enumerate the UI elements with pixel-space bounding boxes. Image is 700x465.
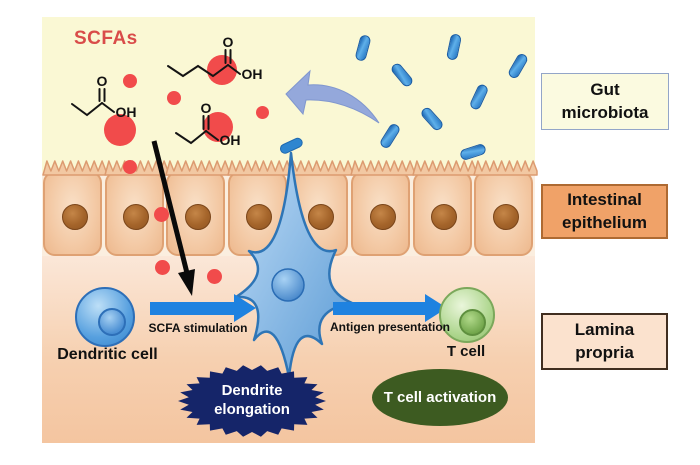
microvilli-icon [103,160,169,176]
epithelial-cell [350,160,415,256]
hydroxyl-label: OH [242,66,263,82]
scfa-molecule-dot [154,259,170,275]
scfa-title: SCFAs [74,28,138,49]
cell-nucleus [307,204,334,230]
epithelial-cell [473,160,538,256]
cell-nucleus [61,204,88,230]
intestinal-epithelium-box: Intestinal epithelium [541,184,668,239]
chem-structure-valerate: O OH [167,34,263,82]
scfa-molecule-dot [206,268,222,284]
cell-nucleus [431,204,458,230]
scfa-molecule-dot [167,91,181,105]
dendritic-cell [75,287,135,347]
scfa-molecule-dot [104,114,136,146]
dendritic-cell-label: Dendritic cell [57,346,158,363]
scfa-molecule-dot [153,206,169,222]
microvilli-icon [473,160,538,176]
oxygen-label: O [97,73,108,89]
black-arrow-icon [151,140,195,296]
chem-structure-propionate: O OH [71,73,137,120]
cell-nucleus [98,308,126,336]
hydroxyl-label: OH [116,104,137,120]
cell-nucleus [246,204,273,230]
t-cell-activation-badge: T cell activation [372,369,508,426]
dendrite-tip-knob [279,137,303,154]
oxygen-label: O [223,34,234,50]
antigen-presentation-label: Antigen presentation [330,320,451,334]
microvilli-icon [165,160,230,176]
antigen-presentation-arrow [333,294,447,322]
cell-nucleus [492,204,519,230]
cell-nucleus [123,204,150,230]
scfa-stimulation-arrow [150,294,256,322]
microvilli-icon [411,160,477,176]
gut-microbiota-box: Gut microbiota [541,73,669,130]
scfa-molecule-dot [123,74,137,88]
chem-structure-butyrate: O OH [175,100,241,148]
t-cell [439,287,495,343]
t-cell-label: T cell [446,343,486,360]
microvilli-icon [227,160,292,176]
cell-nucleus [459,309,486,336]
scfa-stimulation-label: SCFA stimulation [148,321,248,335]
oxygen-label: O [201,100,212,116]
scfa-molecule-dot [123,160,137,174]
cell-nucleus [271,268,305,302]
epithelial-cell [165,160,230,256]
elongated-dendritic-cell [234,137,354,379]
lamina-propria-box: Lamina propria [541,313,668,370]
scfa-molecule-dot [255,105,269,119]
microvilli-icon [350,160,415,176]
epithelial-cell [411,160,477,256]
dendrite-elongation-label: Dendrite elongation [214,382,290,418]
epithelial-cell [42,160,107,256]
dendrite-elongation-burst [178,365,326,437]
cell-nucleus [184,204,211,230]
curved-arrow-icon [285,69,380,124]
microvilli-icon [42,160,107,176]
cell-nucleus [369,204,396,230]
hydroxyl-label: OH [220,132,241,148]
dendrite-elongation-burst-shape [178,365,326,437]
microvilli-icon [288,160,354,176]
